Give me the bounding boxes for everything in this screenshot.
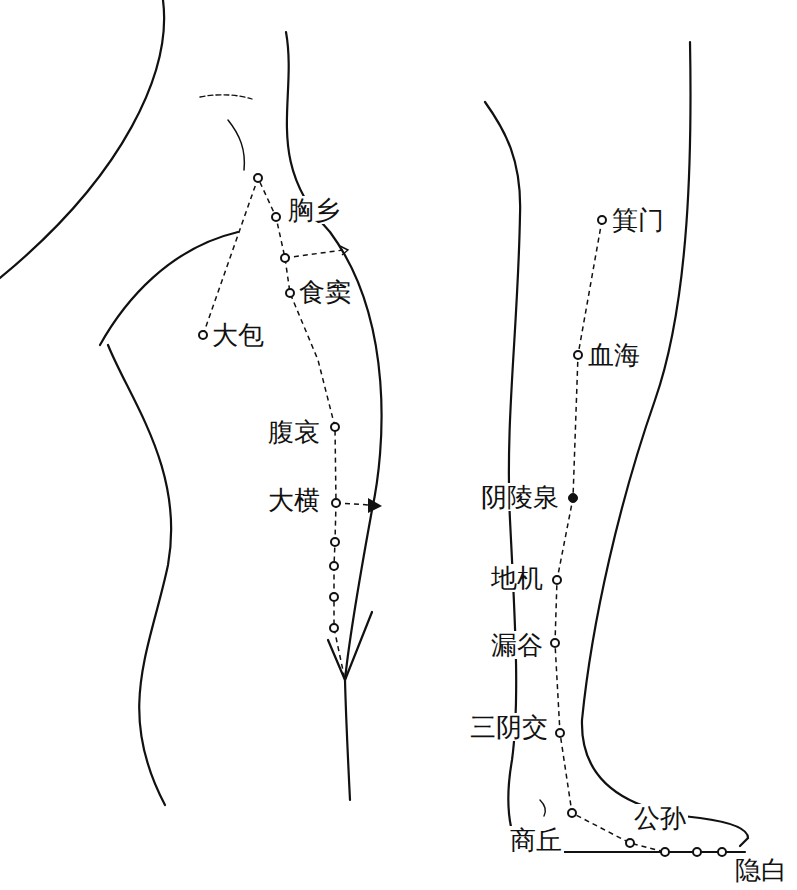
acupoints <box>199 174 726 856</box>
acupoint-label: 食窦 <box>297 278 353 307</box>
ankle-mark <box>540 800 545 816</box>
acupoint-label: 血海 <box>586 341 642 370</box>
acupoint-label: 阴陵泉 <box>479 483 561 512</box>
acupoint-label: 隐白 <box>733 856 789 885</box>
acupoint-label: 三阴交 <box>468 713 550 742</box>
acupoint <box>569 494 578 503</box>
axilla-line <box>200 95 252 99</box>
acupoint <box>574 351 582 359</box>
front-outline <box>286 32 382 800</box>
acupoint <box>568 809 576 817</box>
acupoint <box>330 624 338 632</box>
acupoint-label: 腹哀 <box>266 418 322 447</box>
acupoint-label: 箕门 <box>610 206 666 235</box>
acupoint <box>286 289 294 297</box>
acupoint-label: 胸乡 <box>286 196 342 225</box>
acupoint <box>661 848 669 856</box>
acupoint <box>331 423 339 431</box>
meridian-branch <box>336 503 370 505</box>
acupoint-label: 漏谷 <box>489 631 545 660</box>
acupoint <box>272 213 280 221</box>
acupoint-label: 大横 <box>266 486 322 515</box>
back-outline <box>108 345 171 805</box>
acupoint-label: 大包 <box>210 321 266 350</box>
acupoint <box>553 576 561 584</box>
acupoint <box>718 848 726 856</box>
body-outline <box>0 0 748 852</box>
acupoint <box>598 216 606 224</box>
acupoint <box>281 254 289 262</box>
acupoint <box>254 174 262 182</box>
acupoint <box>693 848 701 856</box>
acupoint <box>330 593 338 601</box>
branch-mark <box>340 246 348 255</box>
meridian-path <box>203 178 722 852</box>
acupoint-label: 公孙 <box>632 804 688 833</box>
meridian-path <box>555 220 722 852</box>
acupoint <box>199 331 207 339</box>
acupoint <box>556 729 564 737</box>
meridian-path <box>203 178 345 680</box>
meridian-branch <box>285 250 343 258</box>
acupoint <box>551 639 559 647</box>
axilla-line <box>228 120 244 170</box>
leg-outline <box>582 42 748 846</box>
direction-arrow <box>368 498 382 513</box>
acupoint <box>332 499 340 507</box>
acupoint <box>626 839 634 847</box>
acupoint-label: 地机 <box>489 564 545 593</box>
acupoint <box>330 562 338 570</box>
arm-outline <box>0 0 164 278</box>
acupoint <box>331 538 339 546</box>
acupoint-label: 商丘 <box>508 826 564 855</box>
